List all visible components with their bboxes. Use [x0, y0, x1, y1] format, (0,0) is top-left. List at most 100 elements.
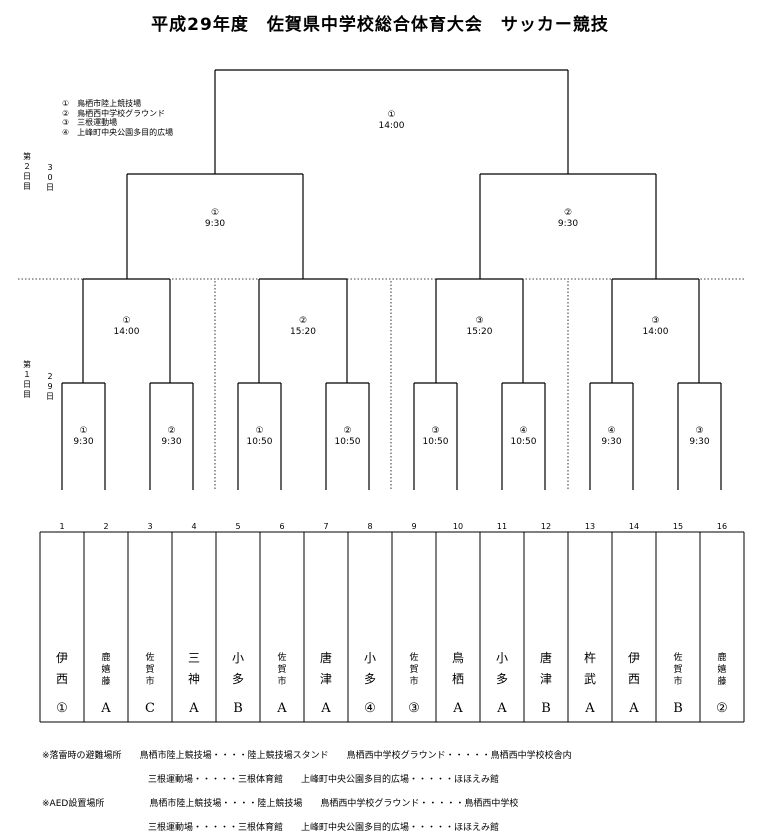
page-title: 平成29年度 佐賀県中学校総合体育大会 サッカー競技 [151, 15, 609, 35]
match-text: ② [167, 426, 176, 436]
team-name-char: 西 [627, 672, 640, 686]
team-name-char: 藤 [101, 677, 111, 687]
match-text: 9:30 [689, 437, 710, 447]
match-text: 9:30 [601, 437, 622, 447]
match-text: 9:30 [557, 219, 579, 229]
team-name: 佐賀市 [128, 652, 172, 688]
team-name-char: 津 [539, 672, 552, 686]
team-name-char: 賀 [145, 665, 155, 675]
team-name: 唐津 [304, 648, 348, 690]
team-name-char: 市 [673, 677, 683, 687]
team-number: 3 [147, 522, 153, 531]
match-text: ③ [651, 316, 660, 326]
venue-legend: ① 鳥栖市陸上競技場 ② 鳥栖西中学校グラウンド ③ 三根運動場 ④ 上峰町中央… [62, 99, 173, 137]
team-name-char: 佐 [145, 653, 155, 663]
evac-line: 三根運動場・・・・・三根体育館 上峰町中央公園多目的広場・・・・・ほほえみ館 [148, 775, 500, 785]
team-name-char: 小 [363, 651, 376, 665]
team-name-char: 津 [319, 672, 332, 686]
aed-heading: ※AED設置場所 [42, 799, 105, 809]
team-number: 5 [235, 522, 241, 531]
team-number: 9 [411, 522, 417, 531]
match-text: 9:30 [73, 437, 94, 447]
team-group: A [189, 701, 199, 716]
team-name-char: 神 [187, 672, 200, 686]
evac-heading: ※落雷時の避難場所 [42, 751, 122, 761]
team-name-char: 嬉 [101, 665, 111, 675]
team-group: A [497, 701, 507, 716]
match-text: ④ [607, 426, 616, 436]
team-number: 8 [367, 522, 373, 531]
team-group: B [541, 701, 551, 716]
team-name-char: 市 [409, 677, 419, 687]
team-name-char: 栖 [451, 672, 464, 686]
team-group: A [629, 701, 639, 716]
match-text: ② [563, 208, 573, 218]
team-name: 鹿嬉藤 [700, 652, 744, 688]
team-name-char: 三 [187, 651, 200, 665]
team-number: 11 [496, 522, 508, 531]
team-name: 佐賀市 [656, 652, 700, 688]
team-name-char: 伊 [627, 651, 640, 665]
team-number: 15 [672, 522, 684, 531]
team-number: 14 [628, 522, 640, 531]
aed-line: 三根運動場・・・・・三根体育館 上峰町中央公園多目的広場・・・・・ほほえみ館 [148, 823, 500, 833]
team-name-char: 賀 [673, 665, 683, 675]
match-text: 10:50 [510, 437, 537, 447]
match-text: ① [210, 208, 220, 218]
team-name: 伊西 [40, 648, 84, 690]
team-number: 12 [540, 522, 552, 531]
team-number: 2 [103, 522, 109, 531]
venue-item: ② 鳥栖西中学校グラウンド [62, 108, 166, 118]
team-group: B [233, 701, 243, 716]
team-name-char: 嬉 [717, 665, 727, 675]
team-group: C [145, 701, 155, 716]
match-text: ② [298, 316, 308, 326]
team-name-char: 市 [277, 677, 287, 687]
team-name: 鳥栖 [436, 648, 480, 690]
team-name-char: 伊 [55, 651, 68, 665]
venue-item: ③ 三根運動場 [62, 118, 118, 127]
team-number: 13 [584, 522, 596, 531]
match-text: 15:20 [466, 327, 493, 337]
team-name: 小多 [348, 648, 392, 690]
team-group: B [673, 701, 683, 716]
team-name-char: 小 [231, 651, 244, 665]
team-group: A [453, 701, 463, 716]
team-name: 鹿嬉藤 [84, 652, 128, 688]
match-text: ③ [431, 426, 440, 436]
team-name-char: 多 [363, 672, 376, 686]
team-name-char: 賀 [409, 665, 419, 675]
team-name-char: 鹿 [717, 653, 727, 663]
team-name: 杵武 [568, 648, 612, 690]
team-name-char: 賀 [277, 665, 287, 675]
team-name: 三神 [172, 648, 216, 690]
team-name-char: 杵 [583, 651, 596, 665]
match-text: 14:00 [113, 327, 140, 337]
team-name: 唐津 [524, 648, 568, 690]
team-name-char: 唐 [319, 651, 332, 665]
team-name-char: 鳥 [451, 651, 464, 665]
team-name-char: 小 [495, 651, 508, 665]
team-name: 伊西 [612, 648, 656, 690]
team-name: 小多 [216, 648, 260, 690]
match-text: ③ [695, 426, 704, 436]
match-text: ① [255, 426, 264, 436]
team-name-char: 鹿 [101, 653, 111, 663]
match-text: 9:30 [204, 219, 226, 229]
team-name-char: 佐 [673, 653, 683, 663]
match-text: 10:50 [422, 437, 449, 447]
